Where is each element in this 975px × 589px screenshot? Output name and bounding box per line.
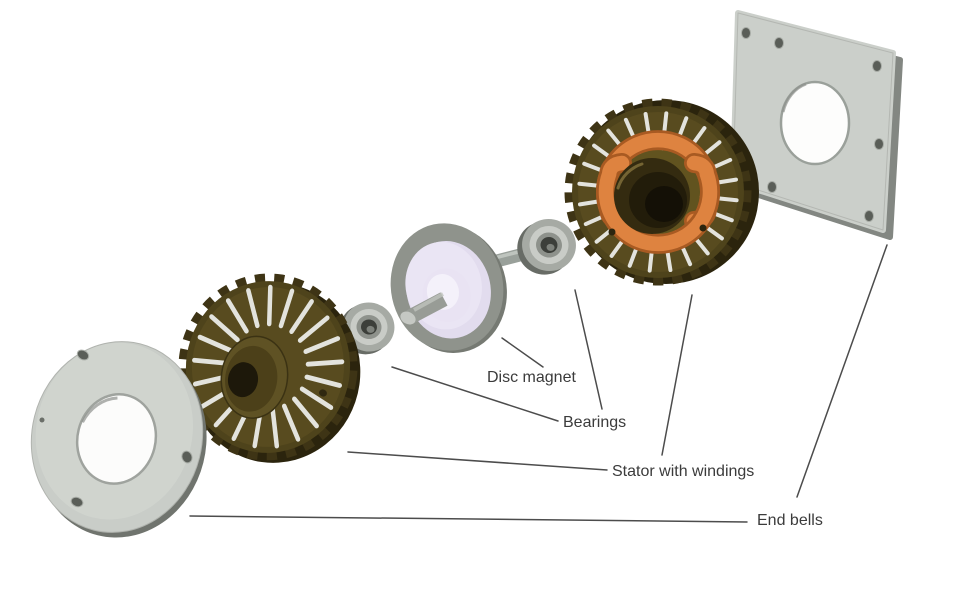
stator-front-illustration bbox=[178, 273, 361, 463]
label-stator-with-windings: Stator with windings bbox=[612, 463, 755, 480]
stator-front-face-hole bbox=[319, 389, 327, 397]
leader-line-end-bell-front bbox=[189, 515, 748, 523]
end-bell-rear-illustration bbox=[730, 10, 903, 240]
bearing-front-illustration bbox=[339, 302, 395, 355]
label-bearings: Bearings bbox=[563, 414, 627, 431]
shaft-stub-illustration bbox=[400, 292, 448, 325]
disc-magnet-illustration bbox=[390, 223, 507, 353]
bearing-rear-illustration bbox=[517, 218, 576, 275]
label-end-bells: End bells bbox=[757, 512, 823, 529]
leader-line-stator-rear bbox=[661, 294, 693, 456]
leader-line-end-bell-rear bbox=[796, 244, 888, 498]
leader-line-stator-front bbox=[347, 451, 608, 471]
end-bell-front-illustration bbox=[30, 341, 207, 538]
leader-line-bearing-rear bbox=[574, 289, 603, 410]
leader-line-disc-magnet bbox=[501, 337, 544, 368]
end-bell-front-screws bbox=[39, 349, 193, 508]
leader-line-bearing-front bbox=[391, 366, 559, 422]
label-disc-magnet: Disc magnet bbox=[487, 369, 576, 386]
stator-rear-illustration bbox=[564, 98, 759, 286]
